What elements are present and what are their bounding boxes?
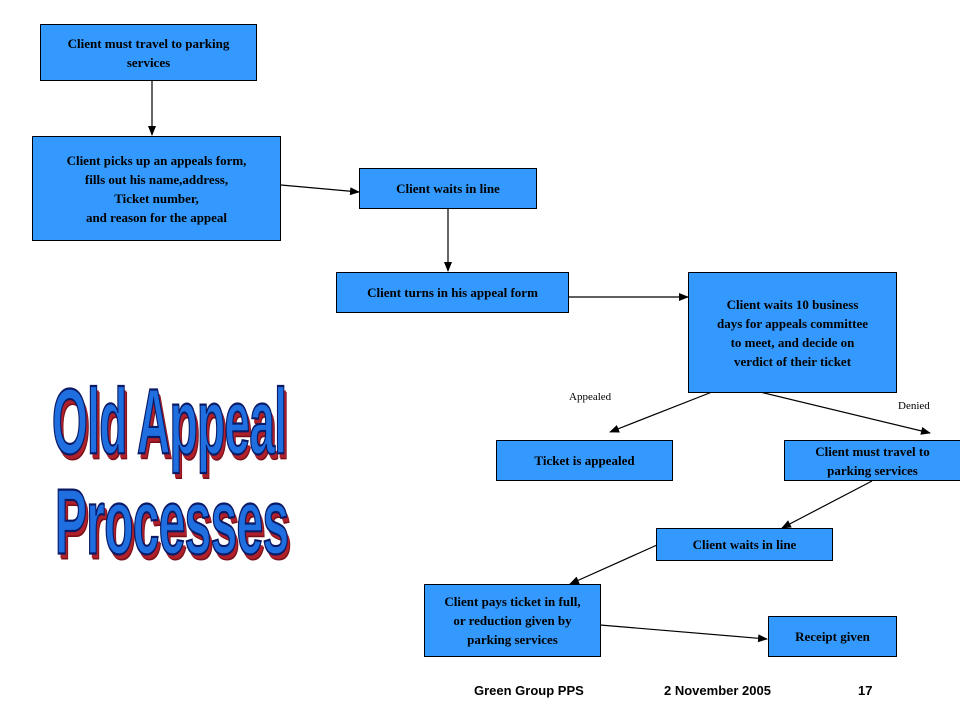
box-waits-in-line-2: Client waits in line	[656, 528, 833, 561]
label-denied: Denied	[898, 400, 930, 412]
footer-date: 2 November 2005	[664, 683, 771, 698]
box-waits-10-days: Client waits 10 business days for appeal…	[688, 272, 897, 393]
box-pickup-appeals-form: Client picks up an appeals form, fills o…	[32, 136, 281, 241]
wordart-title-line1: Old Appeal	[51, 368, 287, 475]
wordart-title-line2: Processes	[54, 468, 289, 575]
arrow-wait10-to-travel2	[759, 391, 931, 435]
box-pays-ticket: Client pays ticket in full, or reduction…	[424, 584, 601, 657]
box-turns-in-form: Client turns in his appeal form	[336, 272, 569, 313]
arrow-wait2-to-pays	[569, 544, 658, 585]
box-travel-to-parking-2: Client must travel to parking services	[784, 440, 960, 481]
arrow-wait10-to-appealed	[609, 391, 713, 433]
label-appealed: Appealed	[569, 391, 612, 403]
box-waits-in-line-1: Client waits in line	[359, 168, 537, 209]
box-receipt-given: Receipt given	[768, 616, 897, 657]
arrow-pays-to-receipt	[599, 624, 768, 643]
arrow-pickup-to-wait	[280, 184, 360, 196]
arrow-travel2-to-wait2	[781, 480, 873, 529]
box-ticket-appealed: Ticket is appealed	[496, 440, 673, 481]
footer-page-number: 17	[858, 683, 873, 698]
box-travel-to-parking: Client must travel to parking services	[40, 24, 257, 81]
footer-group: Green Group PPS	[474, 683, 584, 698]
